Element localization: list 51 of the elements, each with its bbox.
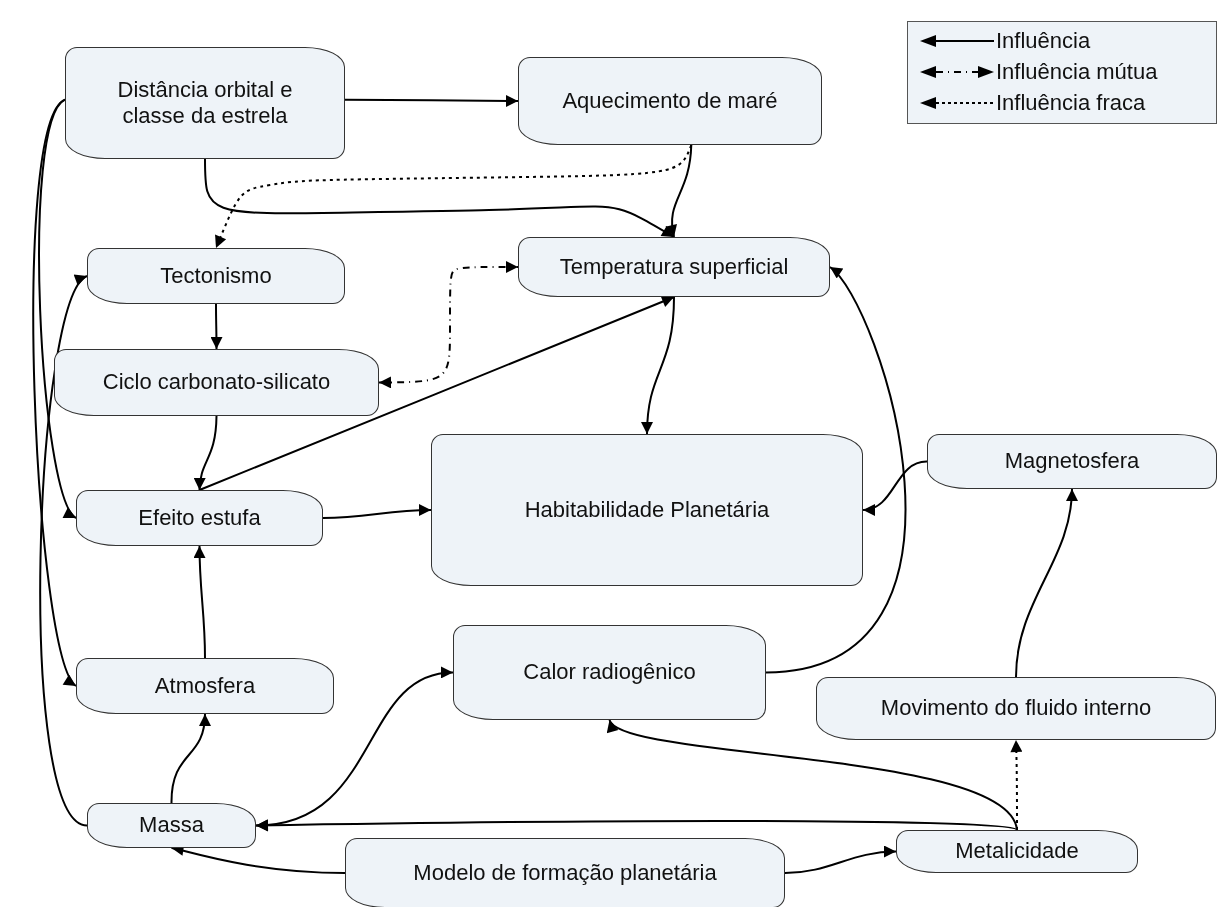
arrow: [784, 845, 897, 874]
node-label: Tectonismo: [160, 262, 272, 290]
arrow: [641, 296, 675, 435]
node-label: Modelo de formação planetária: [413, 859, 717, 887]
node-label: Distância orbital e classe da estrela: [116, 76, 294, 130]
process-box: [76, 658, 334, 714]
process-box: [76, 490, 323, 546]
node-label: Ciclo carbonato-silicato: [102, 369, 331, 396]
arrow: [39, 275, 88, 827]
node-label: Temperatura superficial: [559, 253, 789, 281]
node-label: Efeito estufa: [138, 504, 261, 532]
arrow: [170, 713, 211, 804]
arrow: [193, 545, 206, 659]
process-box: [896, 830, 1138, 873]
arrow: [862, 460, 928, 515]
legend-label: Influência mútua: [996, 61, 1158, 83]
arrow: [1010, 739, 1023, 831]
process-box: [87, 248, 345, 304]
process-box: [65, 47, 345, 159]
node-label: Magnetosfera: [1004, 448, 1140, 475]
arrow: [765, 266, 906, 674]
arrow: [344, 95, 519, 107]
legend-label: Influência fraca: [996, 92, 1146, 114]
process-box: [54, 349, 379, 416]
arrow: [210, 303, 223, 350]
node-label: Metalicidade: [955, 838, 1079, 865]
process-box: [453, 625, 766, 720]
node-label: Atmosfera: [154, 672, 256, 700]
arrow: [204, 158, 675, 238]
arrow: [32, 98, 77, 687]
legend-label: Influência: [996, 30, 1091, 52]
process-box: [927, 434, 1217, 489]
process-box: [345, 838, 785, 907]
node-label: Movimento do fluido interno: [880, 695, 1152, 722]
arrow: [194, 415, 218, 491]
arrow: [378, 261, 519, 389]
process-box: [87, 803, 256, 848]
process-box: [518, 237, 830, 297]
node-label: Habitabilidade Planetária: [524, 496, 770, 524]
arrow: [322, 504, 432, 519]
node-label: Massa: [139, 812, 204, 839]
arrow: [198, 295, 675, 491]
node-label: Aquecimento de maré: [562, 87, 778, 115]
arrow: [255, 819, 1018, 832]
process-box: [518, 57, 822, 145]
arrow: [215, 144, 693, 249]
node-label: Calor radiogênico: [523, 659, 696, 686]
process-box: [431, 434, 863, 586]
process-box: [816, 677, 1216, 740]
arrow: [1015, 488, 1078, 678]
arrow: [665, 144, 693, 238]
